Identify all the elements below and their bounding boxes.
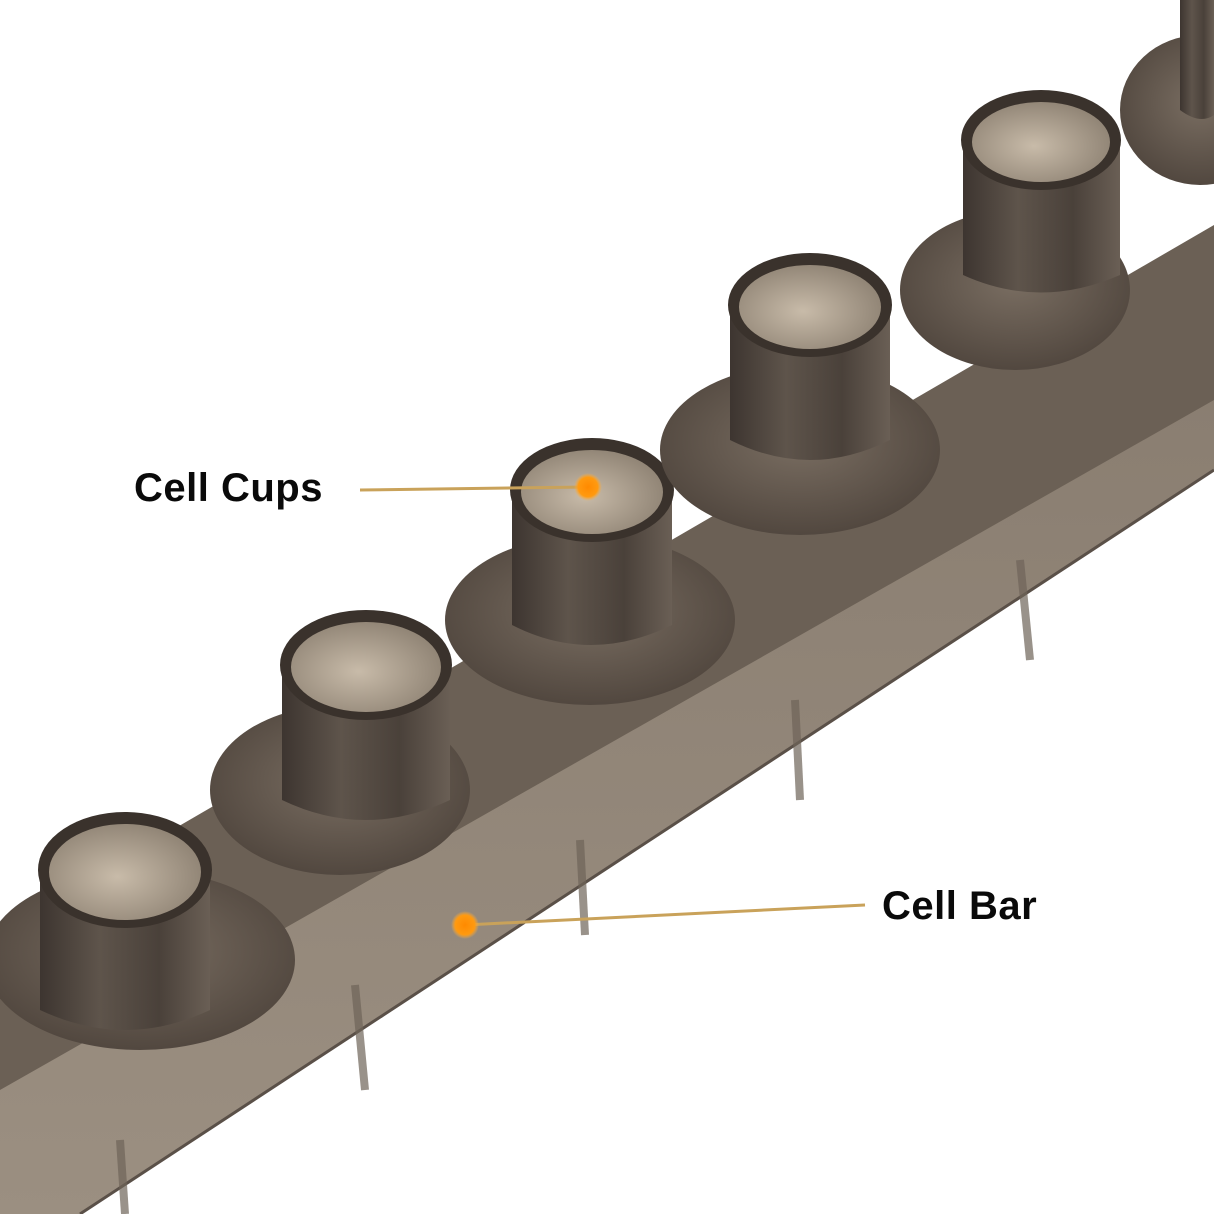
cell-cups-marker-dot	[574, 473, 602, 501]
cell-bar-label: Cell Bar	[882, 884, 1038, 928]
cell-cup	[660, 253, 940, 535]
cell-cup	[0, 812, 295, 1050]
cell-cup	[210, 610, 470, 875]
cell-cups-leader-line	[359, 485, 589, 492]
cell-bar-marker-dot	[451, 911, 479, 939]
cell-cups-label: Cell Cups	[134, 466, 323, 510]
cell-cup	[900, 90, 1130, 370]
cell-bar-leader-line	[464, 903, 866, 927]
cell-bar-front	[0, 395, 1214, 1214]
cell-cup	[1120, 0, 1214, 185]
